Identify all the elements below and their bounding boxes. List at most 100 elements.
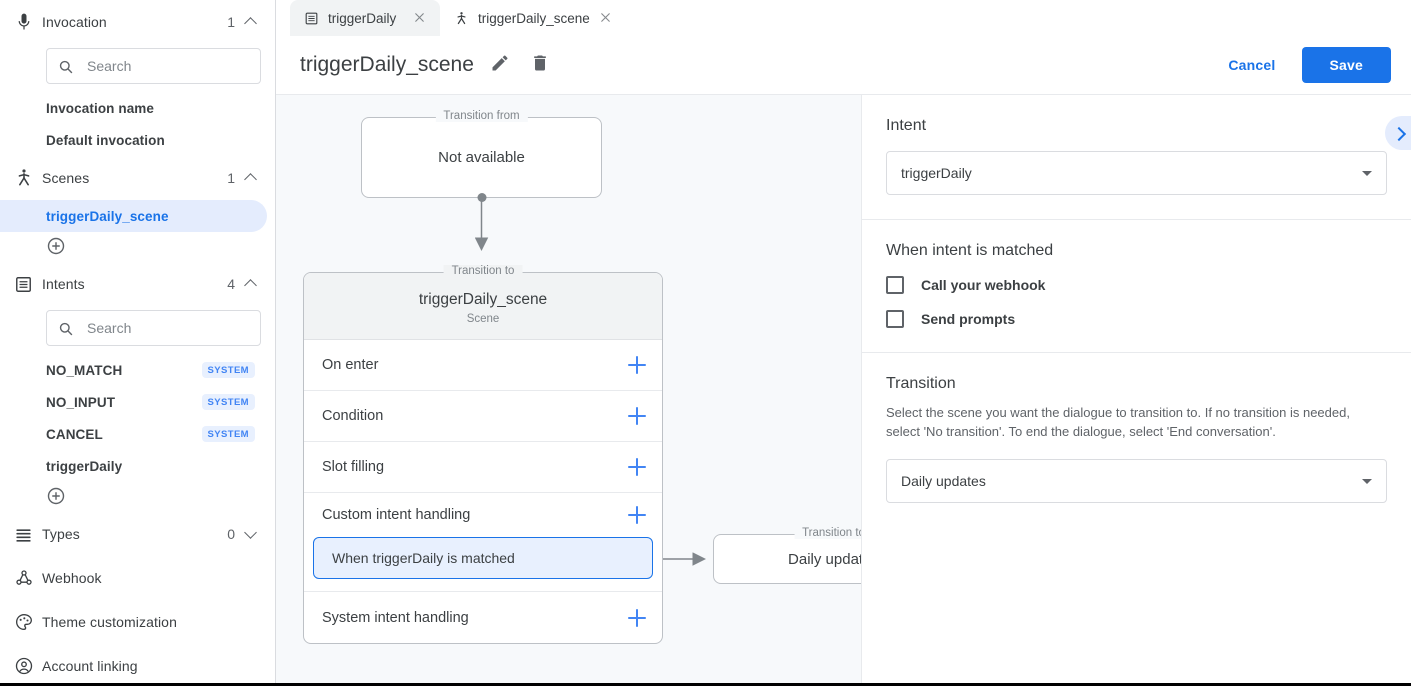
when-intent-matched-section: When intent is matched Call your webhook…	[862, 220, 1411, 353]
scene-graph-canvas[interactable]: Transition from Not available Transition…	[276, 95, 862, 686]
scene-row-custom-intent-handling[interactable]: Custom intent handling	[304, 493, 662, 537]
sidebar-group-types[interactable]: Types 0	[0, 512, 275, 556]
properties-panel: Intent triggerDaily When intent is match…	[862, 95, 1411, 686]
transition-from-text: Not available	[438, 149, 525, 166]
sidebar-item-label: NO_INPUT	[46, 394, 116, 410]
add-slot-filling-icon[interactable]	[628, 458, 646, 476]
scene-row-label: System intent handling	[322, 609, 469, 626]
transition-from-node[interactable]: Transition from Not available	[361, 110, 602, 202]
transition-target-text: Daily updates	[788, 550, 862, 568]
sidebar-item-label: Default invocation	[46, 132, 165, 148]
sidebar-item-triggerdaily-scene[interactable]: triggerDaily_scene	[0, 200, 267, 232]
tab-triggerdaily[interactable]: triggerDaily	[290, 0, 440, 36]
sidebar-item-theme-customization[interactable]: Theme customization	[0, 600, 275, 644]
sidebar-item-no-input[interactable]: NO_INPUT SYSTEM	[0, 386, 267, 418]
transition-section: Transition Select the scene you want the…	[862, 353, 1411, 527]
transition-heading: Transition	[886, 375, 956, 392]
send-prompts-checkbox-row[interactable]: Send prompts	[886, 310, 1387, 328]
intent-heading: Intent	[886, 117, 927, 134]
search-icon	[57, 58, 77, 75]
sidebar-group-intents[interactable]: Intents 4	[0, 262, 275, 306]
scene-row-condition[interactable]: Condition	[304, 391, 662, 442]
sidebar-group-label: Invocation	[42, 14, 107, 30]
sidebar-item-webhook[interactable]: Webhook	[0, 556, 275, 600]
intents-search-box[interactable]	[46, 310, 261, 346]
sidebar-group-scenes[interactable]: Scenes 1	[0, 156, 275, 200]
call-webhook-checkbox[interactable]	[886, 276, 904, 294]
chevron-down-icon	[1362, 170, 1372, 176]
sidebar-item-no-match[interactable]: NO_MATCH SYSTEM	[0, 354, 267, 386]
invocation-search-wrap	[0, 44, 275, 92]
tab-triggerdaily-scene[interactable]: triggerDaily_scene	[440, 0, 626, 36]
page-title: triggerDaily_scene	[300, 53, 474, 76]
search-icon	[57, 320, 77, 337]
intent-handler-chip[interactable]: When triggerDaily is matched	[313, 537, 653, 579]
scene-node[interactable]: Transition to triggerDaily_scene Scene O…	[303, 265, 663, 644]
call-webhook-label: Call your webhook	[921, 277, 1046, 293]
tab-bar: triggerDaily triggerDaily_scene	[276, 0, 1411, 36]
sidebar-group-count: 1	[227, 170, 235, 186]
add-intent-icon[interactable]	[46, 486, 66, 506]
chevron-up-icon[interactable]	[245, 277, 259, 291]
node-anchor-dot	[477, 193, 486, 202]
custom-intent-handling-block: Custom intent handling When triggerDaily…	[304, 493, 662, 592]
add-condition-icon[interactable]	[628, 407, 646, 425]
sidebar-item-label: CANCEL	[46, 426, 103, 442]
scene-row-label: On enter	[322, 357, 379, 373]
panel-collapse-button[interactable]	[1385, 116, 1411, 150]
tab-label: triggerDaily_scene	[478, 10, 590, 26]
transition-target-node[interactable]: Transition to Daily updates	[713, 527, 862, 584]
close-icon[interactable]	[412, 10, 428, 26]
send-prompts-checkbox[interactable]	[886, 310, 904, 328]
save-button[interactable]: Save	[1301, 47, 1391, 83]
scene-row-system-intent-handling[interactable]: System intent handling	[304, 592, 662, 643]
node-legend: Transition to	[443, 265, 523, 277]
sidebar-item-default-invocation[interactable]: Default invocation	[0, 124, 267, 156]
cancel-button[interactable]: Cancel	[1214, 49, 1289, 81]
account-icon	[14, 656, 42, 676]
close-icon[interactable]	[598, 10, 614, 26]
handler-chip-wrap: When triggerDaily is matched	[304, 537, 662, 591]
status-badge: SYSTEM	[201, 394, 255, 410]
add-system-intent-icon[interactable]	[628, 608, 646, 627]
invocation-search-box[interactable]	[46, 48, 261, 84]
sidebar-item-triggerdaily[interactable]: triggerDaily	[0, 450, 267, 482]
status-badge: SYSTEM	[201, 426, 255, 442]
sidebar-group-count: 0	[227, 526, 235, 542]
scene-row-on-enter[interactable]: On enter	[304, 340, 662, 391]
trash-icon[interactable]	[530, 53, 554, 77]
sidebar-item-cancel[interactable]: CANCEL SYSTEM	[0, 418, 267, 450]
call-webhook-checkbox-row[interactable]: Call your webhook	[886, 276, 1387, 294]
invocation-search-input[interactable]	[85, 57, 250, 75]
intents-icon	[14, 275, 42, 294]
chevron-up-icon[interactable]	[245, 171, 259, 185]
node-legend: Transition from	[435, 110, 528, 122]
scene-row-slot-filling[interactable]: Slot filling	[304, 442, 662, 493]
chevron-down-icon	[1362, 478, 1372, 484]
sidebar-item-label: NO_MATCH	[46, 362, 123, 378]
chevron-up-icon[interactable]	[245, 15, 259, 29]
chevron-down-icon[interactable]	[245, 527, 259, 541]
types-icon	[14, 525, 42, 544]
palette-icon	[14, 612, 42, 632]
intents-search-input[interactable]	[85, 319, 250, 337]
sidebar-group-label: Intents	[42, 276, 85, 292]
sidebar-item-account-linking[interactable]: Account linking	[0, 644, 275, 686]
sidebar-item-invocation-name[interactable]: Invocation name	[0, 92, 267, 124]
sidebar-group-invocation[interactable]: Invocation 1	[0, 0, 275, 44]
intent-select[interactable]: triggerDaily	[886, 151, 1387, 195]
scene-row-label: Condition	[322, 408, 384, 424]
pencil-icon[interactable]	[490, 53, 514, 77]
sidebar-group-label: Scenes	[42, 170, 90, 186]
transition-select[interactable]: Daily updates	[886, 459, 1387, 503]
add-custom-intent-icon[interactable]	[628, 506, 646, 524]
webhook-icon	[14, 568, 42, 588]
sidebar-item-label: Theme customization	[42, 614, 177, 630]
add-on-enter-icon[interactable]	[628, 356, 646, 374]
add-scene-icon[interactable]	[46, 236, 66, 256]
chevron-right-icon	[1394, 129, 1403, 138]
transition-select-value: Daily updates	[901, 473, 986, 489]
add-intent-row	[0, 482, 275, 512]
scene-title-bar: triggerDaily_scene Cancel Save	[276, 36, 1411, 95]
intent-section: Intent triggerDaily	[862, 95, 1411, 220]
